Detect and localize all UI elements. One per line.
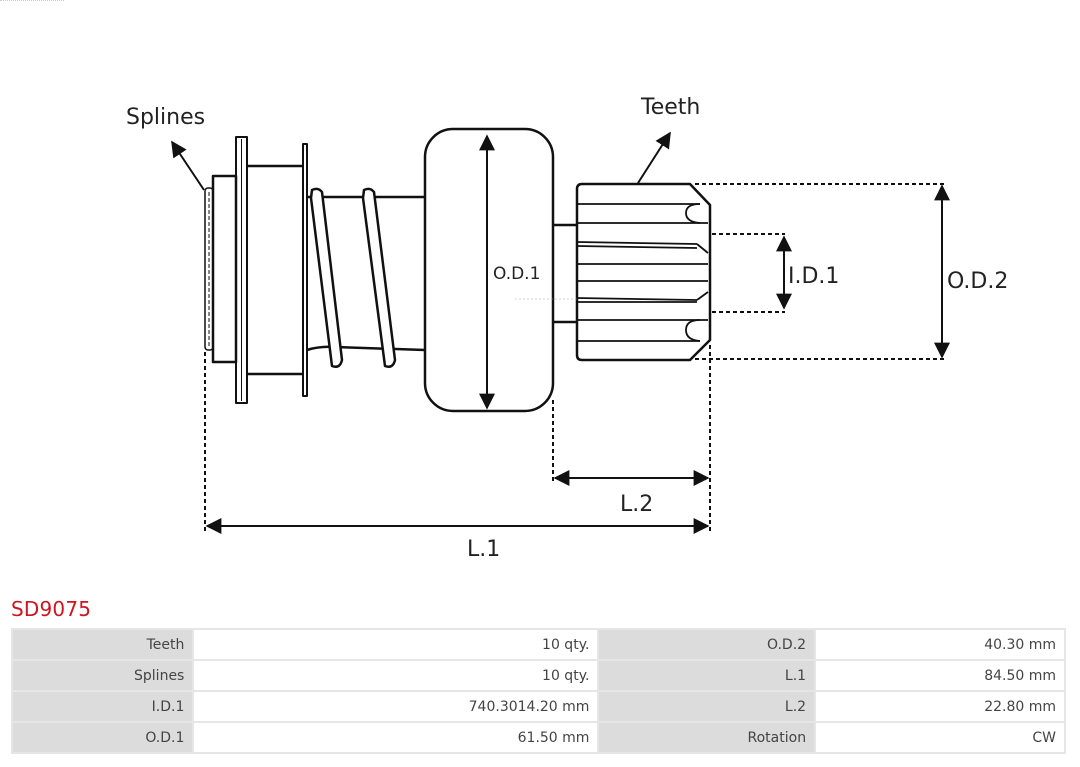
pinion-gear bbox=[575, 182, 712, 362]
starter-drive-diagram: Splines Teeth O.D.1 I.D.1 O.D.2 L.2 L.1 bbox=[126, 95, 1008, 562]
spec-value: 84.50 mm bbox=[816, 661, 1064, 690]
spec-label: Teeth bbox=[13, 630, 193, 659]
clutch-body bbox=[423, 127, 555, 413]
label-l1: L.1 bbox=[467, 537, 500, 562]
label-id1: I.D.1 bbox=[788, 264, 839, 289]
spec-value: 740.3014.20 mm bbox=[194, 692, 598, 721]
spec-label: O.D.2 bbox=[599, 630, 815, 659]
top-border-artifact bbox=[0, 0, 64, 2]
spec-value: 61.50 mm bbox=[194, 723, 598, 752]
flange-2 bbox=[302, 143, 308, 397]
teeth-pointer bbox=[637, 131, 671, 184]
spring-coils bbox=[309, 187, 397, 368]
splines-pointer bbox=[171, 140, 205, 191]
spec-table: Teeth 10 qty. O.D.2 40.30 mm Splines 10 … bbox=[11, 628, 1066, 754]
product-code: SD9075 bbox=[11, 597, 92, 621]
spec-label: L.1 bbox=[599, 661, 815, 690]
extension-lines bbox=[204, 183, 945, 532]
spec-label: L.2 bbox=[599, 692, 815, 721]
flange-1 bbox=[235, 136, 248, 404]
spec-value: CW bbox=[816, 723, 1064, 752]
splines-end bbox=[204, 174, 238, 364]
spec-value: 40.30 mm bbox=[816, 630, 1064, 659]
spec-label: O.D.1 bbox=[13, 723, 193, 752]
table-row: I.D.1 740.3014.20 mm L.2 22.80 mm bbox=[13, 692, 1064, 721]
drive-outline bbox=[204, 127, 712, 413]
table-row: Splines 10 qty. L.1 84.50 mm bbox=[13, 661, 1064, 690]
spec-label: Rotation bbox=[599, 723, 815, 752]
label-l2: L.2 bbox=[620, 492, 653, 517]
spec-value: 22.80 mm bbox=[816, 692, 1064, 721]
gear-teeth-lines bbox=[576, 203, 709, 342]
spec-label: I.D.1 bbox=[13, 692, 193, 721]
spec-value: 10 qty. bbox=[194, 661, 598, 690]
neck bbox=[553, 223, 577, 324]
label-od1: O.D.1 bbox=[493, 264, 540, 284]
dimension-arrows bbox=[171, 131, 950, 534]
label-od2: O.D.2 bbox=[947, 269, 1008, 294]
spec-value: 10 qty. bbox=[194, 630, 598, 659]
spec-label: Splines bbox=[13, 661, 193, 690]
housing bbox=[247, 164, 303, 376]
label-teeth: Teeth bbox=[640, 95, 700, 120]
table-row: O.D.1 61.50 mm Rotation CW bbox=[13, 723, 1064, 752]
table-row: Teeth 10 qty. O.D.2 40.30 mm bbox=[13, 630, 1064, 659]
label-splines: Splines bbox=[126, 105, 205, 130]
